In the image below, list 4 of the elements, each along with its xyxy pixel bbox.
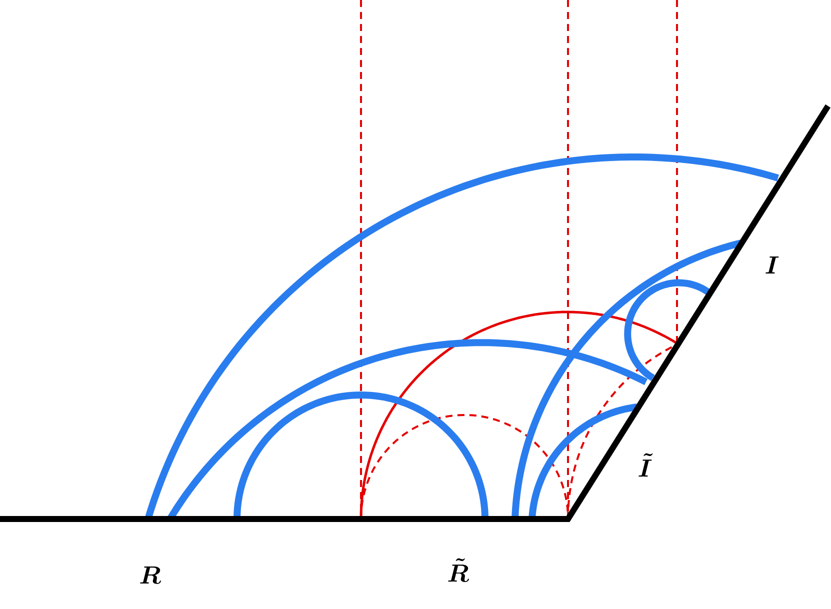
point-label: $I$	[766, 256, 779, 274]
point-label: $\tilde{I}$	[638, 453, 653, 477]
point-label: $\tilde{R}$	[448, 558, 469, 582]
point-label: $R$	[140, 566, 161, 584]
